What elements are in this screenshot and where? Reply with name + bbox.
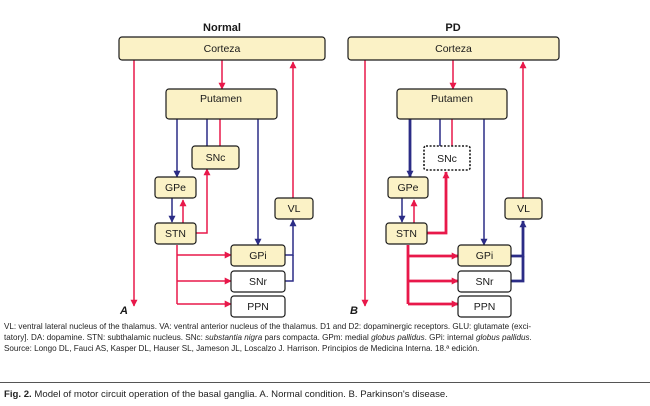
- stn-gpi-arrow: [176, 245, 231, 304]
- gpi-vl-arrow: [285, 219, 297, 256]
- node-gpi-pd: GPi: [457, 244, 512, 267]
- panel-title-normal: Normal: [203, 22, 241, 34]
- node-ppn-pd: PPN: [457, 295, 512, 318]
- node-gpe: GPe: [154, 176, 197, 199]
- svg-text:SNr: SNr: [249, 276, 268, 288]
- legend-source-line: Source: Longo DL, Fauci AS, Kasper DL, H…: [4, 344, 480, 354]
- svg-text:Putamen: Putamen: [200, 93, 242, 105]
- node-gpe-pd: GPe: [387, 176, 429, 199]
- svg-text:GPi: GPi: [249, 250, 267, 262]
- node-snr-pd: SNr: [457, 270, 512, 293]
- svg-text:SNr: SNr: [475, 276, 494, 288]
- svg-text:STN: STN: [165, 228, 186, 240]
- svg-text:GPe: GPe: [165, 182, 186, 194]
- stn-snc-arrow-pd: [427, 171, 450, 235]
- svg-text:VL: VL: [517, 203, 530, 215]
- svg-text:GPe: GPe: [397, 182, 418, 194]
- svg-text:SNc: SNc: [437, 153, 457, 165]
- panel-letter-a: A: [119, 305, 128, 317]
- panel-normal: Normal: [118, 22, 326, 318]
- snr-vl-arrow-pd: [511, 256, 525, 283]
- node-snc-pd-degenerated: SNc: [423, 145, 471, 171]
- figure-caption-text: Model of motor circuit operation of the …: [31, 389, 448, 400]
- svg-text:VL: VL: [288, 203, 301, 215]
- stn-gpi-arrow-pd: [406, 245, 458, 304]
- svg-text:Putamen: Putamen: [431, 93, 473, 105]
- svg-text:GPi: GPi: [476, 250, 494, 262]
- node-ppn: PPN: [230, 295, 286, 318]
- abbreviation-legend: VL: ventral lateral nucleus of the thala…: [4, 321, 647, 355]
- legend-line-1: VL: ventral lateral nucleus of the thala…: [4, 322, 532, 331]
- node-gpi: GPi: [230, 244, 286, 267]
- node-snr: SNr: [230, 270, 286, 293]
- svg-text:STN: STN: [396, 228, 417, 240]
- figure-label: Fig. 2.: [4, 389, 32, 400]
- caption-divider: [0, 382, 650, 383]
- node-vl: VL: [274, 197, 314, 220]
- gpi-vl-arrow-pd: [511, 220, 527, 258]
- svg-text:SNc: SNc: [206, 152, 226, 164]
- legend-line-2: tatory]. DA: dopamine. STN: subthalamic …: [4, 333, 532, 343]
- panel-title-pd: PD: [445, 22, 460, 34]
- node-stn: STN: [154, 222, 197, 245]
- svg-text:PPN: PPN: [474, 301, 496, 313]
- node-snc: SNc: [191, 145, 240, 170]
- stn-snc-arrow: [196, 168, 211, 234]
- node-vl-pd: VL: [504, 197, 543, 220]
- basal-ganglia-diagram: Normal: [118, 22, 560, 318]
- svg-text:Corteza: Corteza: [435, 43, 472, 55]
- node-putamen-pd: Putamen: [396, 88, 508, 120]
- svg-text:PPN: PPN: [247, 301, 269, 313]
- node-cortex: Corteza: [118, 36, 326, 61]
- node-putamen: Putamen: [165, 88, 278, 120]
- pathways-normal: [130, 60, 297, 308]
- snr-vl-arrow: [285, 255, 294, 282]
- panel-pd: PD: [347, 22, 560, 318]
- panel-letter-b: B: [350, 305, 358, 317]
- node-stn-pd: STN: [385, 222, 428, 245]
- figure-caption: Fig. 2. Model of motor circuit operation…: [4, 389, 448, 400]
- node-cortex-pd: Corteza: [347, 36, 560, 61]
- svg-text:Corteza: Corteza: [204, 43, 241, 55]
